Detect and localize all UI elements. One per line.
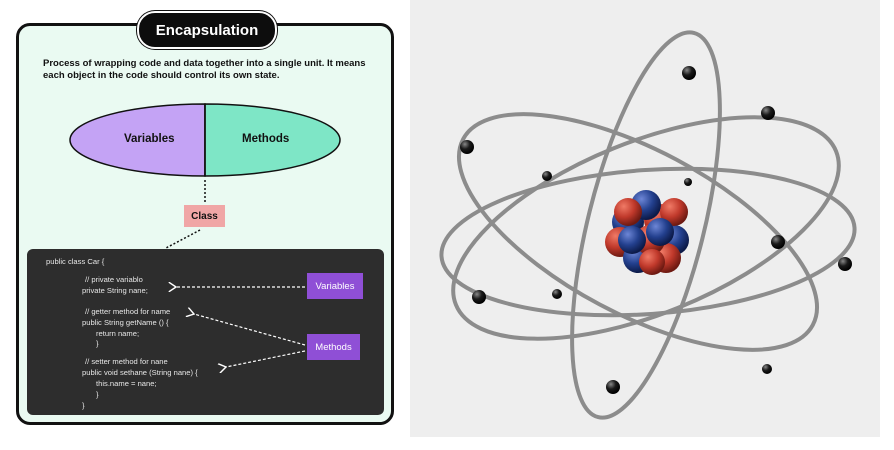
- connector-arrows: [165, 180, 306, 440]
- variables-tag: Variables: [307, 273, 363, 299]
- electrons: [460, 66, 852, 394]
- orbit-diagonal-a: [451, 115, 841, 341]
- code-line-class-decl: public class Car {: [46, 257, 105, 266]
- code-line-field: private String nane;: [82, 286, 148, 295]
- ellipse-methods-label: Methods: [242, 133, 290, 145]
- getter-arrow: [194, 314, 306, 346]
- ellipse-left-half: [69, 103, 206, 177]
- code-line-setter-sig: public void sethane (String nane) {: [82, 368, 198, 377]
- code-line-class-close: }: [82, 401, 85, 410]
- class-box: Class: [184, 205, 225, 227]
- orbit-diagonal-b: [456, 112, 820, 352]
- class-to-code-line: [165, 229, 201, 249]
- code-line-comment-getter: // getter method for name: [85, 307, 171, 316]
- code-line-setter-close: }: [96, 390, 99, 399]
- diagram-description: Process of wrapping code and data togeth…: [43, 58, 366, 81]
- orbit-vertical: [570, 30, 722, 420]
- ellipse-variables-label: Variables: [124, 133, 175, 145]
- code-line-comment-private: // private variablo: [85, 275, 143, 284]
- code-line-getter-body: return name;: [96, 329, 140, 338]
- ellipse-right-half: [204, 103, 341, 177]
- diagram-title: Encapsulation: [137, 11, 277, 49]
- atom-illustration: [439, 30, 857, 420]
- class-ellipse: [69, 103, 341, 177]
- setter-arrow: [226, 350, 306, 367]
- code-line-getter-close: }: [96, 339, 99, 348]
- code-line-getter-sig: public String getName () {: [82, 318, 169, 327]
- atom-model-icon: [410, 0, 880, 437]
- code-line-setter-body: this.name = nane;: [96, 379, 157, 388]
- orbit-horizontal: [439, 166, 857, 318]
- code-line-comment-setter: // setter method for nane: [85, 357, 168, 366]
- nucleus: [605, 190, 689, 275]
- methods-tag: Methods: [307, 334, 360, 360]
- orbit-rings: [439, 30, 857, 420]
